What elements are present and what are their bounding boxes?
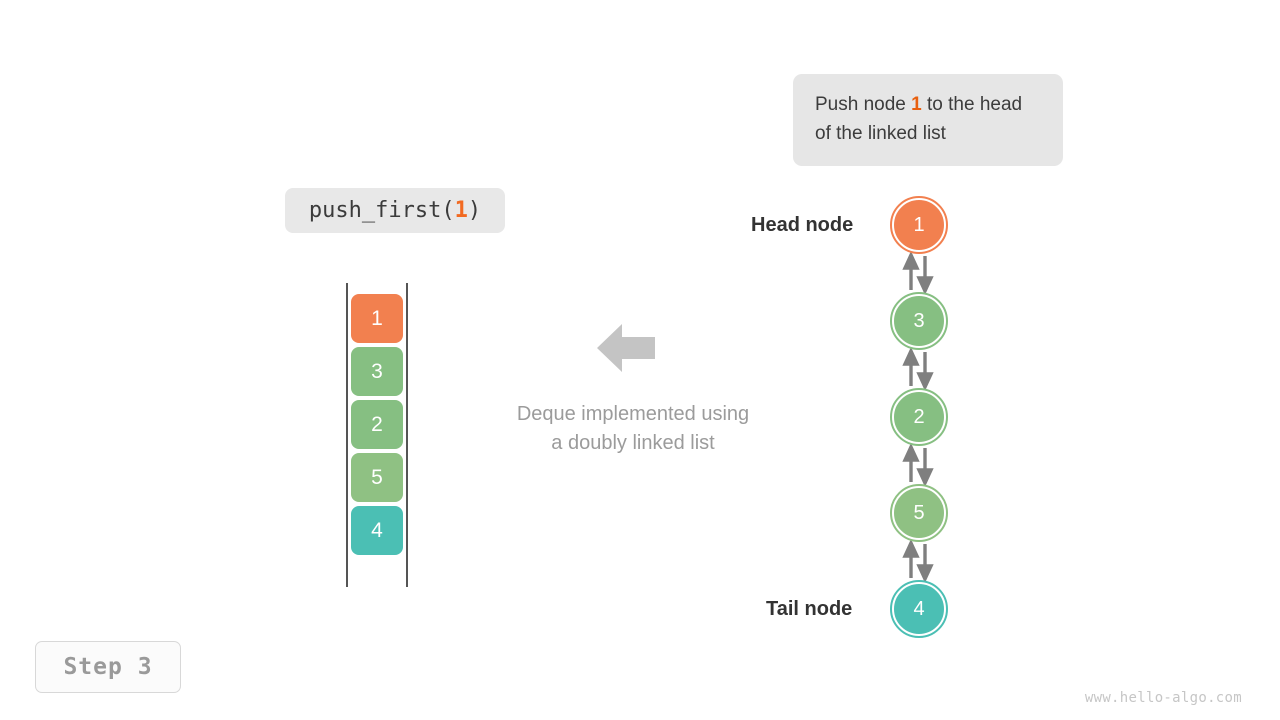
linked-list-node-value: 5 [913, 501, 925, 524]
operation-label: push_first(1) [285, 188, 505, 233]
linked-list-node-value: 2 [913, 405, 925, 428]
step-badge: Step 3 [35, 641, 181, 693]
linked-list-node-ring: 2 [892, 390, 946, 444]
linked-list-node: 5 [890, 484, 948, 542]
callout-text-suffix: to the head of the linked list [815, 94, 1023, 144]
linked-list-node-value: 1 [913, 213, 925, 236]
deque-cell: 2 [351, 400, 403, 449]
deque-cell-value: 3 [371, 359, 383, 383]
watermark: www.hello-algo.com [1084, 690, 1242, 706]
node-link-arrow-pair [902, 538, 934, 584]
deque-rail-left [346, 283, 348, 587]
linked-list-node-value: 3 [913, 309, 925, 332]
linked-list-node: 2 [890, 388, 948, 446]
deque-cell: 1 [351, 294, 403, 343]
node-link-arrow-pair [902, 442, 934, 488]
deque-cell-value: 4 [371, 518, 383, 542]
deque-cell-value: 5 [371, 465, 383, 489]
diagram-caption: Deque implemented using a doubly linked … [448, 400, 818, 458]
callout-highlight-value: 1 [911, 94, 922, 115]
operation-argument: 1 [454, 198, 468, 223]
operation-close-paren: ) [467, 198, 482, 223]
head-node-label: Head node [751, 214, 854, 236]
arrow-left-icon [597, 324, 655, 372]
deque-cell-value: 2 [371, 412, 383, 436]
node-link-arrow-pair [902, 250, 934, 296]
operation-name: push_first( [308, 198, 455, 223]
tail-node-label: Tail node [766, 598, 853, 620]
deque-cell-value: 1 [371, 306, 383, 330]
linked-list-container: 1 3 2 5 4 [880, 190, 960, 650]
linked-list-node-ring: 1 [892, 198, 946, 252]
linked-list-node-value: 4 [913, 597, 925, 620]
linked-list-node-ring: 4 [892, 582, 946, 636]
linked-list-node-ring: 3 [892, 294, 946, 348]
caption-line-2: a doubly linked list [551, 432, 715, 454]
caption-line-1: Deque implemented using [516, 403, 750, 425]
node-link-arrow-pair [902, 346, 934, 392]
deque-cell: 5 [351, 453, 403, 502]
deque-cell: 4 [351, 506, 403, 555]
deque-container: 1 3 2 5 4 [346, 283, 408, 587]
deque-rail-right [406, 283, 408, 587]
linked-list-node: 1 [890, 196, 948, 254]
deque-cell: 3 [351, 347, 403, 396]
linked-list-node: 4 [890, 580, 948, 638]
linked-list-node: 3 [890, 292, 948, 350]
callout-box: Push node 1 to the head of the linked li… [793, 74, 1063, 166]
linked-list-node-ring: 5 [892, 486, 946, 540]
callout-text-prefix: Push node [815, 94, 912, 115]
